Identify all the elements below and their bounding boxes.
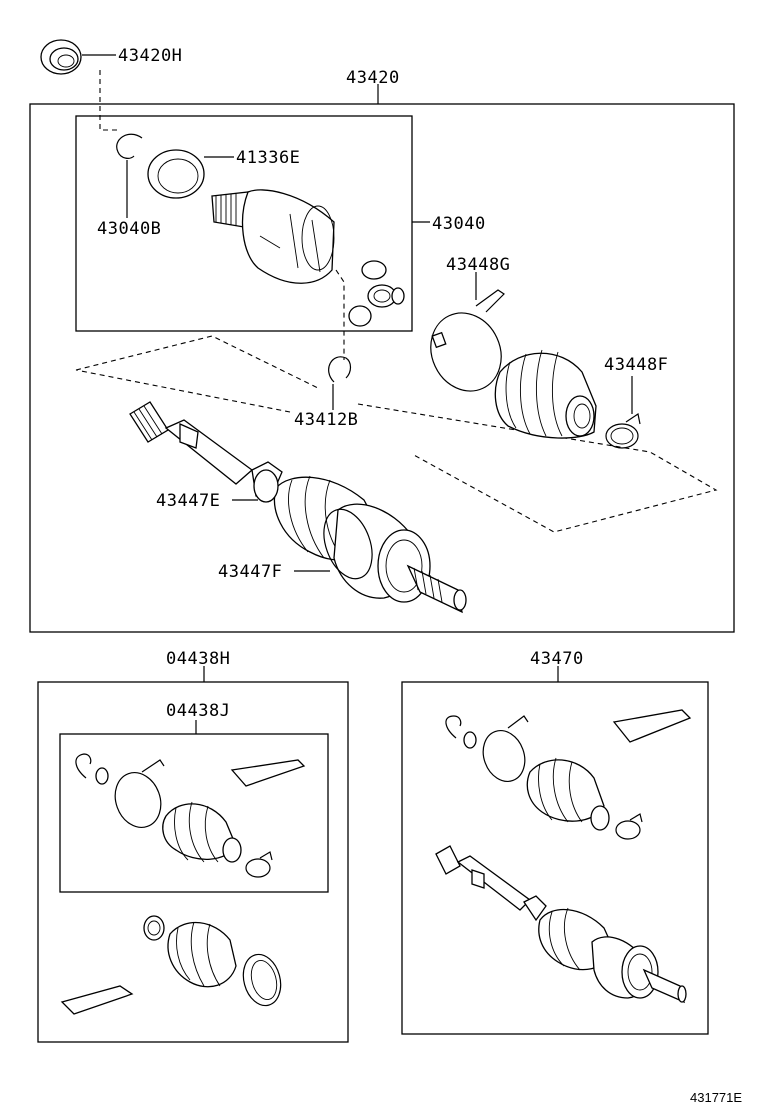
label-43448G: 43448G <box>446 255 510 275</box>
kit-43470-parts <box>435 709 692 1004</box>
part-43420H-oil-seal <box>40 39 82 75</box>
label-43470: 43470 <box>530 649 584 669</box>
kit-04438H-parts <box>60 915 282 1015</box>
part-43447F-clamp <box>323 508 373 580</box>
label-04438J: 04438J <box>166 701 230 721</box>
joint-43040-frame <box>75 115 413 332</box>
label-41336E: 41336E <box>236 148 300 168</box>
label-43412B: 43412B <box>294 410 358 430</box>
inner-parts-outline <box>75 335 718 533</box>
label-43040B: 43040B <box>97 219 161 239</box>
label-43447F: 43447F <box>218 562 282 582</box>
label-43420: 43420 <box>346 68 400 88</box>
kit-43470-frame <box>401 681 709 1035</box>
part-43447E-clamp <box>253 469 279 503</box>
figure-id: 431771E <box>690 1090 742 1105</box>
label-43040: 43040 <box>432 214 486 234</box>
label-43448F: 43448F <box>604 355 668 375</box>
part-43448G-clamp <box>430 289 505 392</box>
part-43040B-snap-ring <box>116 133 143 159</box>
part-boot <box>494 349 597 439</box>
part-drive-shaft <box>129 401 467 614</box>
part-43412B-snap-ring <box>328 356 352 383</box>
kit-04438J-parts <box>75 753 306 878</box>
label-43420H: 43420H <box>118 46 182 66</box>
part-43448F-clamp <box>605 413 641 449</box>
assembly-43420-frame <box>29 103 735 633</box>
kit-04438J-frame <box>59 733 329 893</box>
label-04438H: 04438H <box>166 649 230 669</box>
kit-04438H-frame <box>37 681 349 1043</box>
part-41336E-ring <box>147 149 205 199</box>
part-tripod-rollers <box>348 260 405 327</box>
part-43040-joint-housing <box>211 189 335 284</box>
label-43447E: 43447E <box>156 491 220 511</box>
